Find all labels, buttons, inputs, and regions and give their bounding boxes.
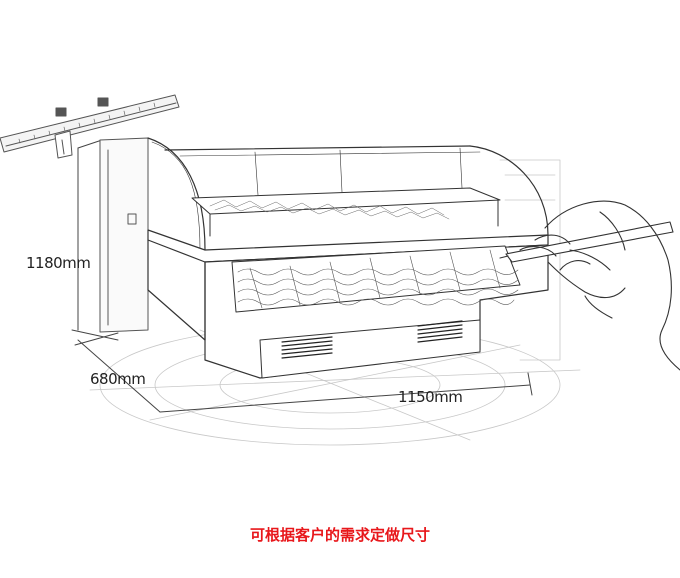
- vent-grille-right: [417, 320, 463, 343]
- vent-grille-left: [281, 336, 333, 359]
- cabinet-base: [259, 319, 481, 379]
- depth-dimension-label: 680mm: [90, 370, 146, 388]
- height-dimension-line: [71, 139, 119, 341]
- caliper-ruler-icon: [0, 94, 180, 159]
- width-dimension-line: [159, 372, 533, 413]
- width-dimension-label: 1150mm: [398, 388, 463, 406]
- front-display-window: [231, 245, 521, 313]
- upper-shelf: [191, 187, 501, 237]
- cabinet-back-panel: [99, 137, 149, 333]
- curved-glass-canopy: [147, 137, 549, 251]
- hand-drawing-icon: [499, 200, 680, 371]
- custom-size-caption: 可根据客户的需求定做尺寸: [249, 526, 430, 544]
- height-dimension-label: 1180mm: [26, 254, 91, 272]
- depth-dimension-line: [74, 332, 161, 413]
